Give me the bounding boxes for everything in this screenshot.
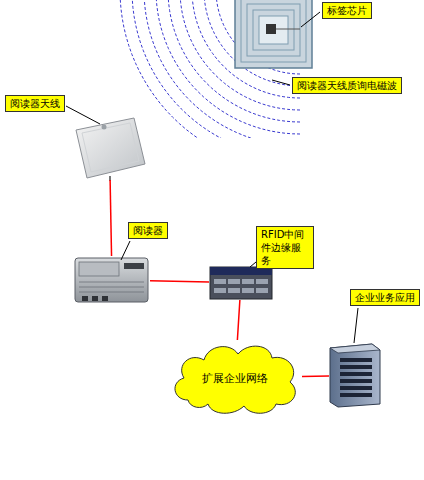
wave-arc — [120, 0, 300, 138]
link-line — [237, 300, 240, 340]
leader-line — [301, 12, 320, 27]
em-waves — [120, 0, 300, 138]
network-cloud: 扩展企业网络 — [168, 340, 302, 416]
callout-label: 阅读器 — [128, 222, 168, 239]
antenna-picture — [76, 118, 145, 181]
reader-picture — [75, 258, 148, 302]
device-node: 标签芯片 — [235, 0, 312, 68]
callout-label: 阅读器天线 — [5, 95, 65, 112]
callout-label: 企业业务应用 — [350, 289, 420, 306]
leader-line — [66, 106, 100, 124]
callout-label: 标签芯片 — [322, 2, 372, 19]
device-node: 阅读器 — [74, 256, 150, 304]
link-line — [110, 180, 111, 256]
leader-line — [121, 241, 130, 260]
enterprise-server-picture — [330, 344, 380, 407]
link-line — [302, 375, 329, 377]
callout-label: RFID中间件边缘服务 — [256, 226, 314, 269]
tag-chip-picture — [235, 0, 312, 68]
middleware-server-picture — [210, 267, 272, 299]
leader-line — [354, 308, 358, 343]
leader-lines — [66, 12, 358, 343]
cloud-label: 扩展企业网络 — [202, 371, 268, 386]
device-node: 阅读器天线 — [72, 116, 147, 180]
link-line — [150, 281, 209, 282]
callout-label: 阅读器天线质询电磁波 — [292, 77, 402, 94]
device-node: 企业业务应用 — [329, 343, 381, 408]
cloud-path — [175, 346, 295, 413]
wave-arc — [144, 0, 300, 138]
leader-line — [272, 80, 290, 85]
wave-arc — [132, 0, 300, 138]
device-node: RFID中间件边缘服务 — [209, 265, 273, 300]
